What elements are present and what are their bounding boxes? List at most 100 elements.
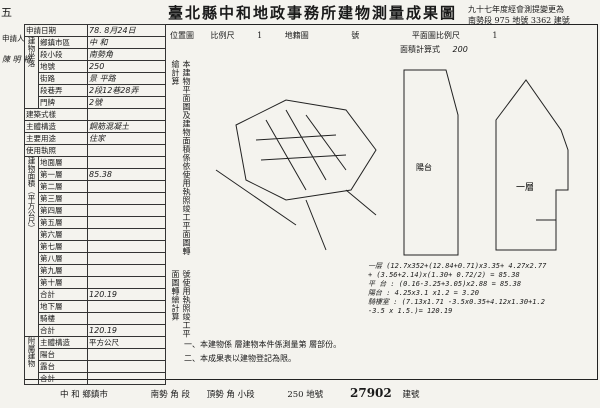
floor-plan [495, 79, 569, 251]
document-title: 臺北縣中和地政事務所建物測量成果圖 [168, 4, 458, 22]
survey-notes: 一、本建物係 層建物本件係測量第 層部份。 二、本成果表以建物登記為限。 [184, 338, 341, 366]
row-label: 段小段 [37, 48, 89, 61]
floor-label: 第九層 [37, 264, 89, 277]
calc-line: -3.5 x 1.5.)= 120.19 [368, 307, 453, 315]
license-value [87, 144, 166, 157]
floor-area [87, 252, 166, 265]
apply-date-value: 78. 8月24日 [87, 24, 166, 37]
floor-area [87, 216, 166, 229]
floor-label: 第七層 [37, 240, 89, 253]
annex-row-label: 主體構造 [37, 336, 89, 349]
floor-area: 120.19 [87, 324, 166, 337]
bottom-sub-section: 頂勢 角 小段 [206, 390, 255, 400]
floor-area [87, 312, 166, 325]
style-value [87, 108, 166, 121]
floor-area [87, 264, 166, 277]
annex-row-value [87, 360, 166, 373]
corner-mark: 五 [1, 6, 12, 19]
bottom-land-number: 250 [287, 390, 304, 400]
margin-signature: 陳 明 裕 [2, 55, 32, 64]
annex-row-value [87, 348, 166, 361]
floor-area [87, 240, 166, 253]
row-value: 景 平路 [87, 72, 166, 85]
note-2: 二、本成果表以建物登記為限。 [184, 354, 296, 363]
bottom-reference-line: 中 和 鄉鎮市 南勢 角 段 頂勢 角 小段 250 地號 27902 建號 [60, 386, 590, 400]
license-label: 使用執照 [23, 144, 89, 157]
floor-label: 第一層 [37, 168, 89, 181]
plan-scale-label: 平面圖比例尺 [411, 31, 460, 40]
vertical-note-2: 號使用執照竣工平面圖轉繪計算 [171, 270, 191, 338]
annex-row-label: 合計 [37, 372, 89, 385]
floor-area [87, 204, 166, 217]
bottom-building-number: 27902 [350, 386, 392, 400]
floor-area [87, 276, 166, 289]
vertical-note: 本建物平面圖及建物面積係依使用執照竣工平面圖轉繪計算 [171, 60, 191, 256]
area-group-label: 建物面積（平方公尺） [24, 156, 39, 337]
row-label: 街路 [37, 72, 89, 85]
calc-line: 陽台 : 4.25x3.1 x1.2 = 3.20 [368, 289, 479, 297]
stamp-note-line1: 九十七年度經會測提變更為 [468, 5, 564, 14]
floor-area: 85.38 [87, 168, 166, 181]
floor-label: 第十層 [37, 276, 89, 289]
style-label: 建築式樣 [23, 108, 89, 121]
floor-label: 地下層 [37, 300, 89, 313]
row-value: 南勢角 [87, 48, 166, 61]
annex-row-label: 陽台 [37, 348, 89, 361]
row-value: 2號 [87, 96, 166, 109]
apply-date-label: 申請日期 [23, 24, 89, 37]
floor-label: 騎樓 [37, 312, 89, 325]
left-margin: 申請人 陳 明 裕 [2, 34, 31, 64]
note-1: 一、本建物係 層建物本件係測量第 層部份。 [184, 340, 342, 349]
floor-label: 合計 [37, 324, 89, 337]
row-value: 250 [87, 60, 166, 73]
bottom-building-label: 建號 [402, 390, 420, 400]
bottom-district: 中 和 鄉鎮市 [60, 390, 108, 400]
annex-row-label: 露台 [37, 360, 89, 373]
floor-label: 第三層 [37, 192, 89, 205]
calc-line: 騎樓室 : (7.13x1.71 -3.5x0.35+4.12x1.30+1.2 [368, 298, 545, 306]
floor-label: 第四層 [37, 204, 89, 217]
area-formula-heading: 面積計算式 200 [400, 44, 468, 55]
map-header: 位置圖 比例尺 1 地籍圖 號 平面圖比例尺 1 [170, 30, 590, 41]
bottom-land-label: 地號 [306, 390, 324, 400]
structure-value: 鋼筋混凝土 [87, 120, 166, 133]
area-calculations: 一层 (12.7x352+(12.84+0.71)x3.35+ 4.27x2.7… [368, 262, 593, 316]
annex-row-value: 平方公尺 [87, 336, 166, 349]
room-label-floor: 一層 [516, 182, 534, 193]
cadastral-label: 地籍圖 [284, 31, 309, 40]
main-use-value: 住家 [87, 132, 166, 145]
floor-label: 地面層 [37, 156, 89, 169]
balcony-plan [403, 69, 459, 256]
bottom-section: 南勢 角 [150, 390, 179, 400]
calc-line: + (3.56+2.14)x(1.30+ 0.72/2) = 85.38 [368, 271, 520, 279]
margin-applicant: 申請人 [2, 34, 25, 43]
floor-area [87, 300, 166, 313]
floor-area: 120.19 [87, 288, 166, 301]
parcel-outline [235, 99, 377, 201]
scale-label: 比例尺 [210, 31, 235, 40]
cadastral-number-label: 號 [351, 31, 360, 40]
plan-scale-value: 1 [492, 31, 498, 40]
floor-area [87, 180, 166, 193]
annex-row-value [87, 372, 166, 385]
location-group: 建物坐落 [24, 36, 39, 109]
stamp-note-line2: 南勢段 975 地號 3362 建號 [468, 16, 570, 25]
calc-line: 一层 (12.7x352+(12.84+0.71)x3.35+ 4.27x2.7… [368, 262, 547, 270]
row-label: 門牌 [37, 96, 89, 109]
annex-label: 附屬建物 [24, 336, 39, 385]
scale-value: 1 [257, 31, 263, 40]
row-label: 段巷弄 [37, 84, 89, 97]
floor-label: 第八層 [37, 252, 89, 265]
main-use-label: 主要用途 [23, 132, 89, 145]
structure-label: 主體構造 [23, 120, 89, 133]
row-label: 地號 [37, 60, 89, 73]
floor-label: 第五層 [37, 216, 89, 229]
floor-area [87, 228, 166, 241]
area-formula-value: 200 [452, 45, 468, 54]
location-map-label: 位置圖 [170, 31, 194, 40]
row-value: 中 和 [87, 36, 166, 49]
floor-label: 第二層 [37, 180, 89, 193]
